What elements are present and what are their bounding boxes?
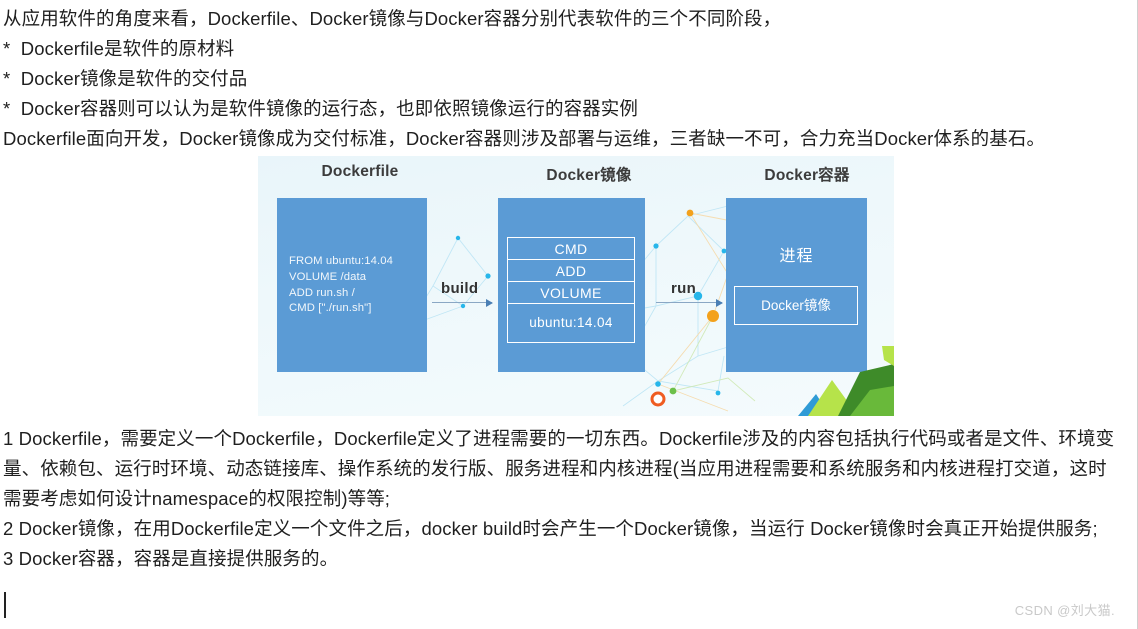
dockerfile-box: FROM ubuntu:14.04 VOLUME /data ADD run.s… [277, 198, 427, 372]
paragraph-intro-0: 从应用软件的角度来看，Dockerfile、Docker镜像与Docker容器分… [3, 8, 782, 29]
csdn-watermark: CSDN @刘大猫. [1014, 603, 1115, 618]
figure-container: Dockerfile Docker镜像 Docker容器 FROM ubuntu… [0, 156, 1128, 424]
build-arrow-icon [432, 298, 493, 307]
docker-image-box: CMD ADD VOLUME ubuntu:14.04 [498, 198, 645, 372]
paragraph-outro-1: 2 Docker镜像，在用Dockerfile定义一个文件之后，docker b… [3, 518, 1098, 539]
docker-container-box: 进程 Docker镜像 [726, 198, 867, 372]
text-cursor [4, 592, 6, 618]
figure-title-dockerfile: Dockerfile [321, 163, 399, 180]
docker-architecture-diagram: Dockerfile Docker镜像 Docker容器 FROM ubuntu… [258, 156, 894, 416]
article-body: 从应用软件的角度来看，Dockerfile、Docker镜像与Docker容器分… [0, 8, 1128, 569]
paragraph-intro-1: * Dockerfile是软件的原材料 [3, 38, 235, 59]
build-arrow-label: build [441, 280, 479, 297]
figure-title-docker-container: Docker容器 [764, 167, 850, 184]
image-layer-volume: VOLUME [508, 282, 634, 304]
paragraph-intro-3: * Docker容器则可以认为是软件镜像的运行态，也即依照镜像运行的容器实例 [3, 98, 638, 119]
green-decoration-icon [798, 346, 894, 416]
image-layer-cmd: CMD [508, 238, 634, 260]
paragraph-outro-2: 3 Docker容器，容器是直接提供服务的。 [3, 548, 339, 569]
paragraph-intro-2: * Docker镜像是软件的交付品 [3, 68, 248, 89]
figure-title-docker-image: Docker镜像 [546, 167, 632, 184]
dockerfile-code-text: FROM ubuntu:14.04 VOLUME /data ADD run.s… [289, 255, 394, 315]
paragraph-outro-0: 1 Dockerfile，需要定义一个Dockerfile，Dockerfile… [3, 428, 1115, 509]
run-arrow-icon [656, 298, 723, 307]
image-layer-add: ADD [508, 260, 634, 282]
container-inner-image-box: Docker镜像 [734, 286, 858, 325]
container-process-label: 进程 [779, 248, 814, 265]
image-layer-base: ubuntu:14.04 [529, 315, 613, 330]
paragraph-intro-4: Dockerfile面向开发，Docker镜像成为交付标准，Docker容器则涉… [3, 128, 1046, 149]
image-layer-stack: CMD ADD VOLUME ubuntu:14.04 [507, 237, 635, 343]
run-arrow-label: run [671, 280, 697, 297]
